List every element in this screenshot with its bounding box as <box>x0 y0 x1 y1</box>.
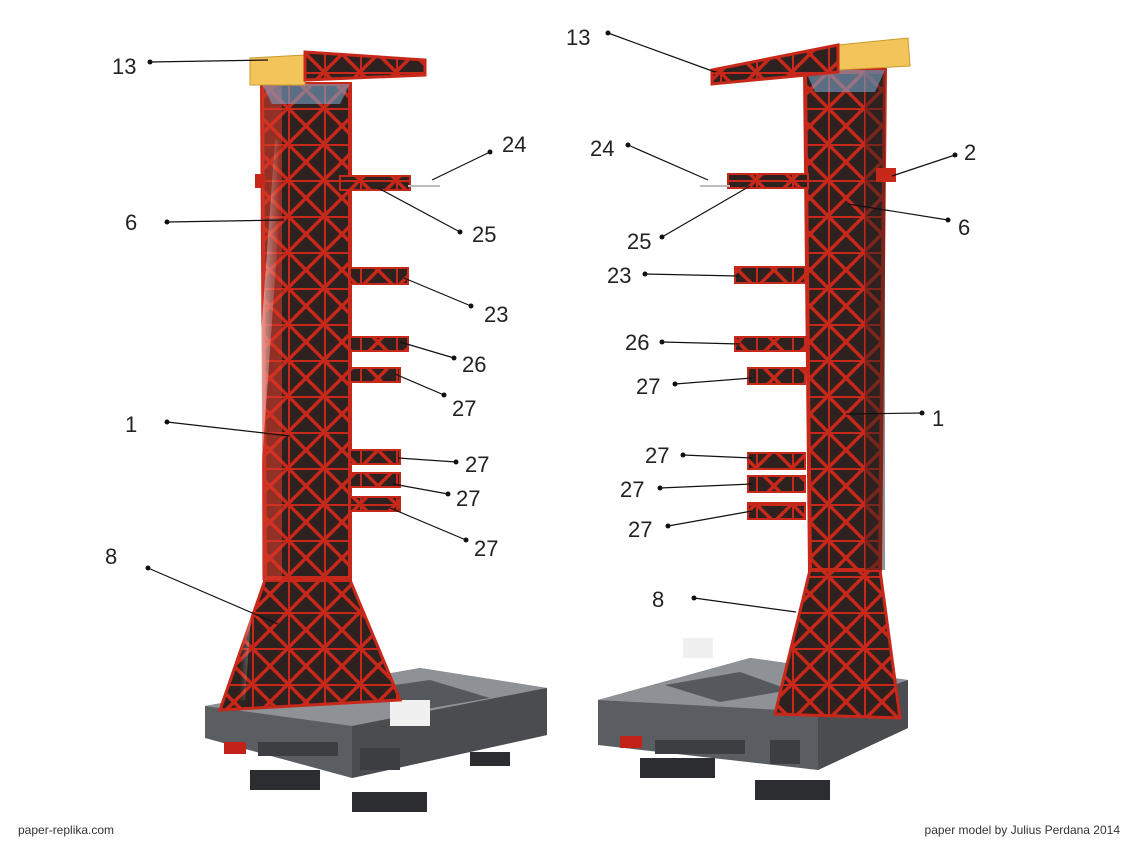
left-swing-arms <box>255 174 440 512</box>
right-callout-13: 13 <box>566 25 716 73</box>
svg-text:6: 6 <box>958 215 970 240</box>
svg-text:24: 24 <box>502 132 526 157</box>
svg-text:8: 8 <box>105 544 117 569</box>
right-callout-2: 2 <box>891 140 976 177</box>
left-tower <box>205 50 547 812</box>
svg-text:1: 1 <box>125 412 137 437</box>
right-callout-23: 23 <box>607 263 739 288</box>
svg-text:23: 23 <box>484 302 508 327</box>
right-swing-arms <box>700 168 896 520</box>
svg-text:13: 13 <box>566 25 590 50</box>
svg-text:24: 24 <box>590 136 614 161</box>
left-base-warning-panel <box>224 742 246 754</box>
right-callout-27b: 27 <box>645 443 753 468</box>
right-callouts: 13 24 2 25 6 23 26 27 <box>566 25 976 613</box>
svg-text:6: 6 <box>125 210 137 235</box>
right-hammerhead-crane <box>710 37 911 86</box>
right-callout-8: 8 <box>652 587 797 613</box>
svg-text:1: 1 <box>932 406 944 431</box>
svg-text:23: 23 <box>607 263 631 288</box>
left-callout-1: 1 <box>125 412 291 437</box>
right-tower <box>598 37 911 800</box>
svg-text:13: 13 <box>112 54 136 79</box>
svg-text:26: 26 <box>625 330 649 355</box>
left-callout-27b: 27 <box>397 452 489 477</box>
svg-text:27: 27 <box>456 486 480 511</box>
credit-website: paper-replika.com <box>18 823 115 837</box>
left-callout-26: 26 <box>399 341 486 377</box>
svg-text:2: 2 <box>964 140 976 165</box>
left-callout-13: 13 <box>112 54 269 79</box>
left-crawler-1 <box>250 770 320 790</box>
right-callout-24: 24 <box>590 136 709 181</box>
left-callout-27d: 27 <box>389 507 498 561</box>
svg-text:27: 27 <box>474 536 498 561</box>
svg-text:27: 27 <box>465 452 489 477</box>
svg-text:26: 26 <box>462 352 486 377</box>
right-callout-27d: 27 <box>628 510 753 542</box>
svg-text:27: 27 <box>452 396 476 421</box>
svg-text:27: 27 <box>645 443 669 468</box>
right-crawler-1 <box>640 758 715 778</box>
left-callout-8: 8 <box>105 544 279 625</box>
credit-author: paper model by Julius Perdana 2014 <box>924 823 1120 837</box>
right-callout-25: 25 <box>627 185 751 254</box>
svg-text:27: 27 <box>620 477 644 502</box>
left-rooftop-hut <box>390 700 430 726</box>
svg-text:27: 27 <box>628 517 652 542</box>
svg-text:25: 25 <box>472 222 496 247</box>
right-callout-27c: 27 <box>620 477 753 502</box>
svg-text:27: 27 <box>636 374 660 399</box>
left-callout-27a: 27 <box>394 373 476 421</box>
left-callout-25: 25 <box>377 187 496 247</box>
left-callout-27c: 27 <box>392 483 480 511</box>
svg-text:8: 8 <box>652 587 664 612</box>
left-crawler-2 <box>352 792 427 812</box>
svg-text:25: 25 <box>627 229 651 254</box>
right-base-warning-panel <box>620 736 642 748</box>
left-callout-23: 23 <box>403 277 508 327</box>
right-rooftop-hut <box>683 638 713 658</box>
right-tower-flare <box>773 568 902 720</box>
right-callout-6: 6 <box>847 203 970 240</box>
right-callout-1: 1 <box>845 406 944 431</box>
right-callout-27a: 27 <box>636 374 753 399</box>
right-callout-26: 26 <box>625 330 741 355</box>
left-hammerhead-crane <box>249 50 427 86</box>
left-callouts: 13 24 6 25 23 26 27 1 <box>105 54 526 625</box>
left-callout-24: 24 <box>431 132 526 181</box>
left-callout-6: 6 <box>125 210 285 235</box>
right-crawler-2 <box>755 780 830 800</box>
